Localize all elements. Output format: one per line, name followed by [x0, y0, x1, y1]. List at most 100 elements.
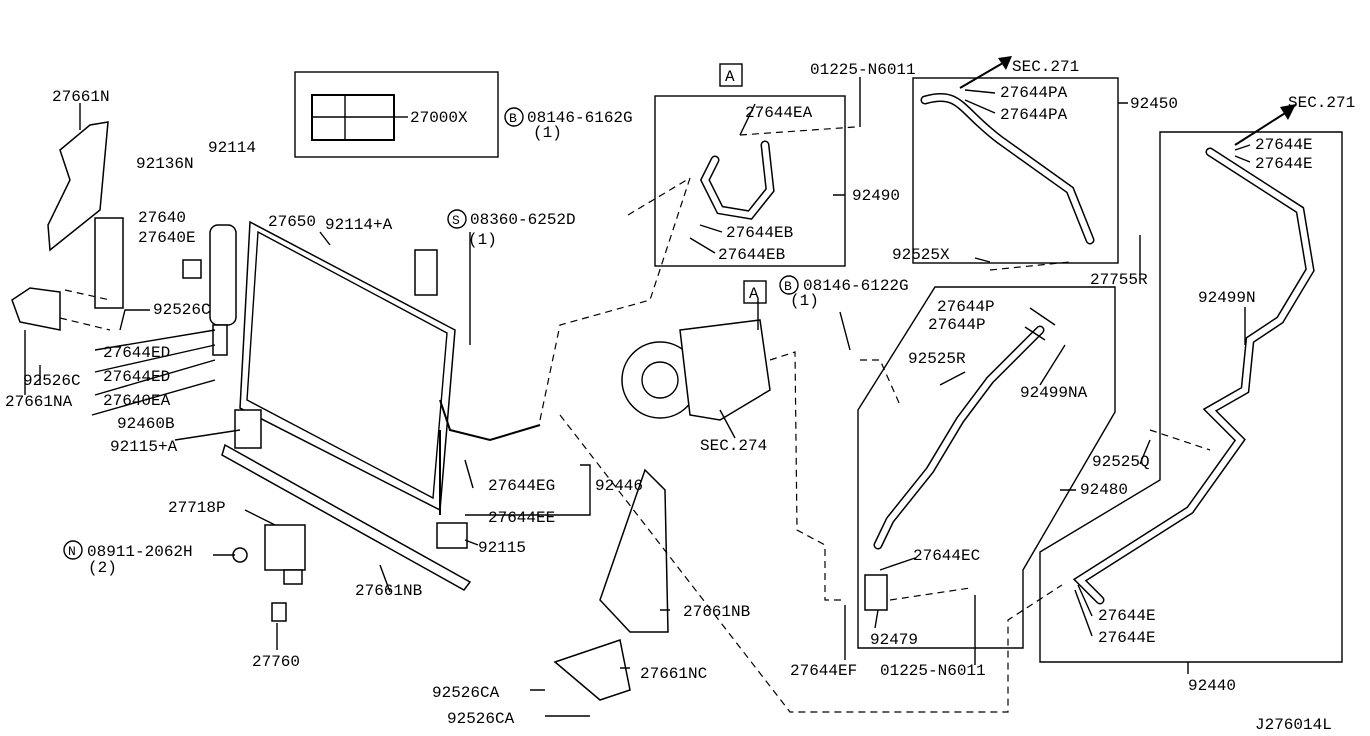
- label-92450[interactable]: 92450: [1130, 95, 1178, 113]
- mark-b-icon: [504, 107, 524, 127]
- ref-A: A: [725, 68, 735, 86]
- mark-b2: B: [784, 279, 792, 294]
- box-92480: [857, 286, 1116, 649]
- group-boxes: [294, 63, 1343, 663]
- label-27644EE[interactable]: 27644EE: [488, 509, 555, 527]
- ref-box-A2: [743, 280, 767, 304]
- label-27661NA[interactable]: 27661NA: [5, 393, 73, 411]
- label-92499N[interactable]: 92499N: [1198, 289, 1256, 307]
- label-27644EC[interactable]: 27644EC: [913, 547, 980, 565]
- label-01225-N6011[interactable]: 01225-N6011: [810, 61, 916, 79]
- label-92136N[interactable]: 92136N: [136, 155, 194, 173]
- label-27661NB[interactable]: 27661NB: [683, 603, 750, 621]
- label-92115A[interactable]: 92115+A: [110, 438, 178, 456]
- label-27644E[interactable]: 27644E: [1098, 607, 1156, 625]
- label-27650[interactable]: 27650: [268, 213, 316, 231]
- label-27644EB[interactable]: 27644EB: [726, 224, 793, 242]
- bracket-92115: [436, 522, 468, 549]
- label-sec271[interactable]: SEC.271: [1012, 58, 1079, 76]
- ref-A: A: [749, 285, 759, 303]
- label-27644E[interactable]: 27644E: [1098, 629, 1156, 647]
- label-27644EF[interactable]: 27644EF: [790, 662, 857, 680]
- pipes: [414, 92, 1315, 611]
- diagram-id: J276014L: [1255, 716, 1332, 734]
- label-92526CA[interactable]: 92526CA: [447, 710, 515, 728]
- label-92115[interactable]: 92115: [478, 539, 526, 557]
- condenser: [221, 220, 472, 591]
- label-27644E[interactable]: 27644E: [1255, 155, 1313, 173]
- label-08360-6252D[interactable]: 08360-6252D: [470, 211, 576, 229]
- label-27644ED[interactable]: 27644ED: [103, 344, 170, 362]
- qty: (1): [468, 231, 497, 249]
- label-27644P[interactable]: 27644P: [937, 298, 995, 316]
- reference-lines: [59, 126, 1211, 713]
- label-27644EG[interactable]: 27644EG: [488, 477, 555, 495]
- label-01225-N6011[interactable]: 01225-N6011: [880, 662, 986, 680]
- label-92479[interactable]: 92479: [870, 631, 918, 649]
- label-08911-2062H[interactable]: 08911-2062H: [87, 543, 193, 561]
- label-92526CA[interactable]: 92526CA: [432, 684, 500, 702]
- label-27760[interactable]: 27760: [252, 653, 300, 671]
- label-92499NA[interactable]: 92499NA: [1020, 384, 1088, 402]
- box-92490: [654, 95, 846, 267]
- label-27000X[interactable]: 27000X: [410, 109, 468, 127]
- label-08146-6162G[interactable]: 08146-6162G: [527, 109, 633, 127]
- label-92526C[interactable]: 92526C: [23, 372, 81, 390]
- compressor: [621, 319, 771, 421]
- label-92440[interactable]: 92440: [1188, 677, 1236, 695]
- air-guide-27661N: [11, 121, 124, 331]
- part-labels: 27661N 27000X 08146-6162G (1) 92114 9213…: [5, 58, 1355, 734]
- qty: (1): [790, 292, 819, 310]
- box-27000X: [294, 71, 499, 158]
- label-sec274[interactable]: SEC.274: [700, 437, 767, 455]
- label-27644ED[interactable]: 27644ED: [103, 368, 170, 386]
- label-08146-6122G[interactable]: 08146-6122G: [803, 277, 909, 295]
- receiver-drier: [182, 224, 262, 449]
- label-92490[interactable]: 92490: [852, 187, 900, 205]
- label-27661N[interactable]: 27661N: [52, 88, 110, 106]
- valve-92479: [864, 574, 888, 611]
- mark-b2-icon: [779, 275, 799, 295]
- label-27644P[interactable]: 27644P: [928, 316, 986, 334]
- label-92525X[interactable]: 92525X: [892, 246, 950, 264]
- label-92114A[interactable]: 92114+A: [325, 216, 393, 234]
- label-27755R[interactable]: 27755R: [1090, 271, 1148, 289]
- label-27640[interactable]: 27640: [138, 209, 186, 227]
- label-27640E[interactable]: 27640E: [138, 229, 196, 247]
- label-92114[interactable]: 92114: [208, 139, 256, 157]
- label-92525R[interactable]: 92525R: [908, 350, 966, 368]
- mark-s: S: [452, 213, 460, 228]
- label-27644EA[interactable]: 27644EA: [745, 104, 813, 122]
- label-27644PA[interactable]: 27644PA: [1000, 106, 1068, 124]
- label-27644E[interactable]: 27644E: [1255, 136, 1313, 154]
- mark-s-icon: [447, 209, 467, 229]
- bracket-27718P: [232, 524, 306, 622]
- label-92480[interactable]: 92480: [1080, 481, 1128, 499]
- label-92460B[interactable]: 92460B: [117, 415, 175, 433]
- label-27661NC[interactable]: 27661NC: [640, 665, 707, 683]
- label-27718P[interactable]: 27718P: [168, 499, 226, 517]
- label-27661NB[interactable]: 27661NB: [355, 582, 422, 600]
- mark-b: B: [509, 111, 517, 126]
- bracket-92114A: [414, 249, 438, 296]
- label-sec271[interactable]: SEC.271: [1288, 94, 1355, 112]
- label-92525Q[interactable]: 92525Q: [1092, 453, 1150, 471]
- label-27640EA[interactable]: 27640EA: [103, 392, 171, 410]
- label-27644EB[interactable]: 27644EB: [718, 246, 785, 264]
- label-92446[interactable]: 92446: [595, 477, 643, 495]
- seal-27661NB: [221, 443, 472, 591]
- mark-n-icon: [63, 540, 83, 560]
- circled-marks: B S B N: [63, 107, 799, 560]
- leader-lines: [24, 56, 1296, 717]
- label-27644PA[interactable]: 27644PA: [1000, 84, 1068, 102]
- mark-n: N: [68, 544, 76, 559]
- box-92440: [1039, 131, 1343, 663]
- label-92526C[interactable]: 92526C: [153, 301, 211, 319]
- arrow-sec271-a: [959, 59, 1009, 89]
- air-guide-27661NB: [553, 468, 669, 701]
- qty: (1): [533, 124, 562, 142]
- box-92450: [912, 77, 1119, 264]
- ref-box-A1: [719, 63, 743, 87]
